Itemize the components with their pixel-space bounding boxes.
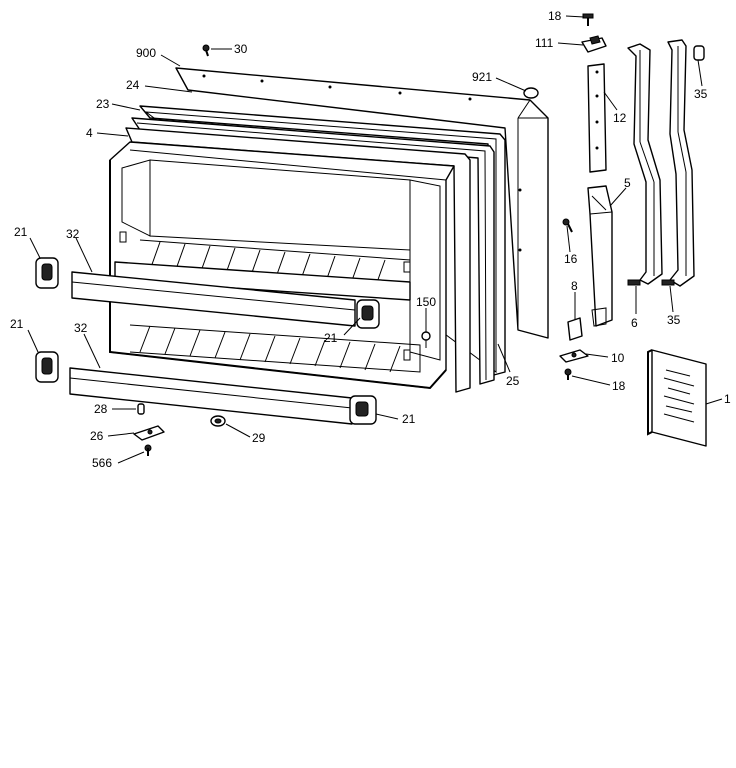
- label-921: 921: [472, 70, 492, 84]
- label-32-top: 32: [66, 227, 80, 241]
- inner-door-liner: [109, 141, 455, 390]
- part-labels: 900 30 24 23 4 921 18 111 12 35 5 16 8 6…: [10, 9, 731, 470]
- screw-566: [144, 444, 152, 456]
- grommet-29: [210, 415, 226, 427]
- door-shelf-bar-lower: [69, 367, 353, 425]
- label-566: 566: [92, 456, 112, 470]
- label-35-top: 35: [694, 87, 708, 101]
- label-150: 150: [416, 295, 436, 309]
- bracket-10: [559, 349, 589, 363]
- door-gasket: [125, 105, 506, 393]
- screw-30: [202, 44, 210, 57]
- label-21-left-bottom: 21: [10, 317, 24, 331]
- label-6: 6: [631, 316, 638, 330]
- outer-door-panel: [175, 67, 549, 339]
- door-shelf-bar-upper: [71, 271, 356, 327]
- label-12: 12: [613, 111, 627, 125]
- label-4: 4: [86, 126, 93, 140]
- screw-16: [562, 218, 573, 233]
- end-cap-left-lower: [35, 351, 59, 383]
- label-21-mid: 21: [324, 331, 338, 345]
- clip-8: [567, 317, 583, 341]
- screw-18-bottom: [564, 368, 572, 380]
- hinge-plate-26: [133, 425, 165, 441]
- label-21-left-top: 21: [14, 225, 28, 239]
- label-28: 28: [94, 402, 108, 416]
- label-18-bottom: 18: [612, 379, 626, 393]
- label-111: 111: [535, 36, 554, 50]
- label-25: 25: [506, 374, 520, 388]
- label-32-bottom: 32: [74, 321, 88, 335]
- label-16: 16: [564, 252, 578, 266]
- label-30: 30: [234, 42, 248, 56]
- hinge-arm-35: [661, 39, 695, 287]
- label-21-bottom-right: 21: [402, 412, 416, 426]
- end-cap-left-upper: [35, 257, 59, 289]
- screw-28: [137, 403, 145, 415]
- plug-button: [523, 87, 539, 99]
- label-8: 8: [571, 279, 578, 293]
- hinge-cap-111: [581, 35, 607, 53]
- label-23: 23: [96, 97, 110, 111]
- label-29: 29: [252, 431, 266, 445]
- label-18-top: 18: [548, 9, 562, 23]
- leader-lines: [27, 15, 723, 464]
- strip-12: [587, 63, 607, 173]
- end-cap-mid: [356, 299, 380, 329]
- screw-18-top: [582, 13, 594, 26]
- label-5: 5: [624, 176, 631, 190]
- cap-35: [693, 45, 705, 61]
- label-900: 900: [136, 46, 156, 60]
- manual-booklet: [647, 349, 707, 447]
- label-26: 26: [90, 429, 104, 443]
- bracket-5: [587, 185, 613, 327]
- label-10: 10: [611, 351, 625, 365]
- label-24: 24: [126, 78, 140, 92]
- label-1: 1: [724, 392, 731, 406]
- label-35-bottom: 35: [667, 313, 681, 327]
- end-cap-bottom-right: [349, 395, 377, 425]
- hinge-arm-6: [627, 43, 663, 286]
